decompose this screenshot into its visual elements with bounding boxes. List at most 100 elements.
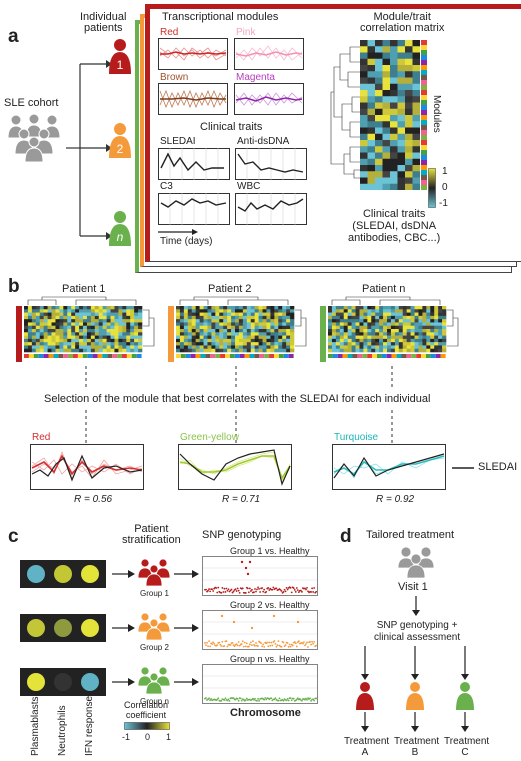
patient-n-icon: n	[109, 211, 131, 246]
snp-point	[234, 698, 237, 701]
correlation-dot	[81, 565, 99, 583]
snp-point	[293, 589, 296, 591]
snp-point	[237, 699, 240, 702]
snp-point	[237, 589, 240, 592]
module-turquoise-r-value: R = 0.92	[376, 494, 415, 505]
snp-point	[310, 643, 312, 646]
snp-point	[268, 641, 271, 644]
trait-c3-label: C3	[160, 181, 173, 192]
snp-point	[239, 697, 242, 700]
snp-point	[305, 697, 307, 700]
snp-point	[277, 640, 280, 643]
snp-point	[310, 699, 312, 702]
treatment-a-label: Treatment A	[344, 736, 390, 758]
snp-point	[269, 644, 272, 647]
module-red-plot	[158, 38, 228, 70]
treatment-a-line1: Treatment	[344, 736, 390, 747]
matrix-colorbar	[428, 168, 436, 208]
correlation-dot	[54, 673, 72, 691]
snp-point	[270, 641, 273, 644]
snp-point	[216, 698, 219, 701]
snp-point	[293, 641, 296, 643]
tailored-treatment-title: Tailored treatment	[366, 529, 455, 541]
snp-point	[224, 591, 227, 593]
visit-people-icon	[397, 546, 435, 578]
visit-label: Visit 1	[398, 581, 428, 593]
snp-point	[207, 589, 209, 592]
snp-point	[251, 588, 253, 591]
treatment-arrows	[361, 646, 469, 680]
snp-point	[232, 697, 235, 699]
snp-point	[206, 641, 208, 644]
snp-point	[292, 697, 295, 700]
snp-point	[309, 697, 311, 700]
snp-point	[301, 590, 303, 593]
treatment-b-patient-icon	[406, 682, 424, 710]
snp-point	[267, 587, 270, 589]
snp-point	[311, 640, 313, 643]
snp-point	[295, 645, 298, 648]
snp-point	[235, 643, 238, 646]
matrix-heatmap	[360, 40, 420, 190]
snp-point	[313, 640, 316, 643]
snp-point	[243, 641, 246, 644]
snp-point	[255, 590, 257, 593]
correlation-dot	[81, 619, 99, 637]
patient-n-number: n	[117, 230, 124, 244]
stratification-arrows	[112, 570, 199, 686]
snp-point	[299, 589, 302, 592]
modules-title: Transcriptional modules	[162, 11, 279, 23]
snp-point	[254, 644, 256, 647]
group-1-label: Group 1	[140, 589, 169, 598]
treatment-c-label: Treatment C	[444, 736, 489, 758]
sledai-legend-line	[452, 467, 474, 469]
snp-point	[254, 697, 256, 700]
snp-peak-point	[232, 620, 236, 624]
snp-point	[284, 644, 287, 646]
snp-point	[303, 641, 305, 643]
correlation-scale-0: 0	[145, 732, 151, 742]
patient-n-heatmap	[320, 296, 459, 362]
module-turquoise-selected-label: Turquoise	[334, 432, 379, 443]
snp-point	[288, 643, 291, 646]
individual-patients-label: Individual patients	[80, 11, 127, 34]
snp-point	[230, 588, 233, 591]
snp-point	[309, 640, 311, 643]
clinical-traits-title: Clinical traits	[200, 121, 263, 133]
snp-point	[313, 699, 316, 702]
snp-point	[213, 642, 216, 645]
axis-label-neutrophils: Neutrophils	[57, 705, 68, 756]
snp-point	[208, 697, 210, 700]
snp-point	[216, 644, 219, 646]
snp-point	[240, 643, 243, 645]
snp-point	[263, 588, 266, 591]
snp-point	[283, 645, 286, 648]
snp-point	[209, 699, 211, 702]
snp-point	[282, 591, 285, 593]
snp-point	[291, 644, 294, 647]
group-n-icon	[137, 666, 171, 694]
patient-1-heatmap	[16, 296, 155, 362]
module-greenyellow-selected-label: Green-yellow	[180, 432, 239, 443]
module-magenta-label: Magenta	[236, 72, 275, 83]
snp-point	[307, 646, 309, 648]
snp-point	[211, 588, 214, 591]
snp-point	[305, 643, 307, 645]
snp-peak-point	[296, 620, 300, 624]
snp-point	[265, 698, 268, 701]
snp-point	[277, 699, 280, 702]
snp-point	[247, 645, 250, 648]
snp-point	[262, 643, 265, 646]
module-red-selected-plot	[30, 444, 144, 490]
module-red-label: Red	[160, 27, 179, 38]
correlation-scale-1: 1	[166, 732, 172, 742]
snp-point	[244, 699, 247, 701]
panel-c-letter: c	[8, 526, 19, 547]
selection-text: Selection of the module that best correl…	[44, 393, 431, 405]
snp-point	[271, 644, 274, 647]
snp-point	[252, 640, 254, 643]
snp-point	[258, 699, 260, 702]
snp-point	[248, 587, 251, 590]
snp-point	[295, 587, 298, 589]
treatment-b-label: Treatment B	[394, 736, 439, 758]
